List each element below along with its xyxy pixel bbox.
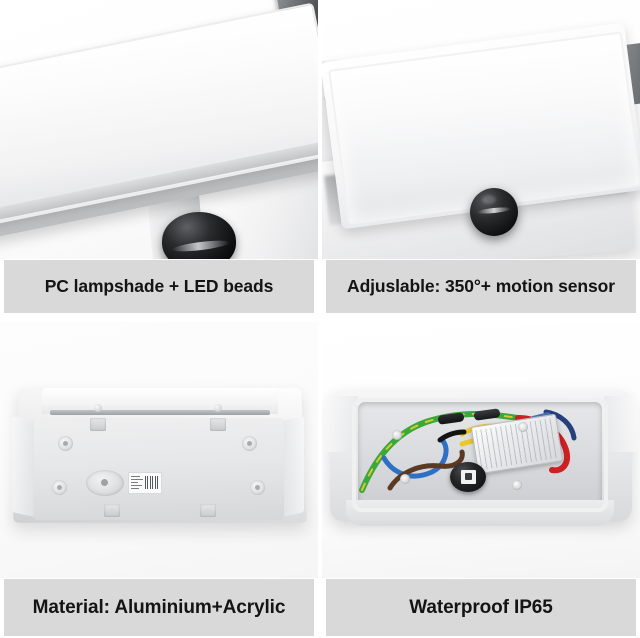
motion-sensor-knob — [470, 188, 518, 236]
product-photo-adjustable-sensor — [322, 0, 640, 259]
mounting-tab-1 — [90, 418, 106, 431]
housing-screw-top-left — [94, 404, 102, 412]
label-text-line — [131, 488, 139, 489]
label-text-line — [131, 476, 140, 477]
housing-sealing-rim — [352, 398, 608, 512]
label-text-line — [131, 479, 143, 480]
product-label-sticker — [128, 472, 162, 494]
caption-material: Material: Aluminium+Acrylic — [4, 579, 314, 636]
screw-boss-1 — [58, 436, 73, 451]
housing-groove — [50, 410, 270, 415]
caption-waterproof: Waterproof IP65 — [326, 579, 636, 636]
screw-boss-3 — [52, 480, 67, 495]
feature-cell-top-right: Adjuslable: 350°+ motion sensor — [322, 0, 640, 314]
product-photo-housing-back — [0, 322, 318, 578]
housing-wing-right — [604, 396, 638, 452]
feature-cell-bottom-left: Material: Aluminium+Acrylic — [0, 322, 318, 638]
component-label — [461, 470, 476, 484]
mounting-tab-4 — [200, 504, 216, 517]
cavity-screw-3 — [512, 480, 522, 490]
screw-boss-2 — [242, 436, 257, 451]
product-photo-lampshade — [0, 0, 318, 259]
caption-lampshade: PC lampshade + LED beads — [4, 260, 314, 313]
neutral-wire-blue — [381, 437, 449, 479]
label-barcode — [145, 476, 159, 489]
round-sensor-component — [450, 462, 486, 492]
cavity-screw-4 — [518, 422, 528, 432]
cavity-screw-1 — [392, 430, 402, 440]
cavity-screw-2 — [400, 474, 410, 484]
housing-back-face — [34, 418, 284, 520]
mounting-tab-2 — [210, 418, 226, 431]
feature-cell-top-left: PC lampshade + LED beads — [0, 0, 318, 314]
cable-knockout — [86, 470, 124, 496]
mounting-tab-3 — [104, 504, 120, 517]
housing-bottom-lip — [346, 500, 614, 526]
housing-screw-top-right — [214, 404, 222, 412]
feature-cell-bottom-right: Waterproof IP65 — [322, 322, 640, 638]
label-text-line — [131, 482, 138, 483]
screw-boss-4 — [250, 480, 265, 495]
caption-adjustable-sensor: Adjuslable: 350°+ motion sensor — [326, 260, 636, 313]
product-photo-internal-wiring — [322, 322, 640, 578]
motion-sensor-dome — [162, 212, 236, 259]
label-text-line — [131, 485, 142, 486]
black-wire — [437, 429, 467, 443]
housing-top-edge — [42, 388, 278, 414]
driver-heatsink-fins — [475, 418, 559, 470]
